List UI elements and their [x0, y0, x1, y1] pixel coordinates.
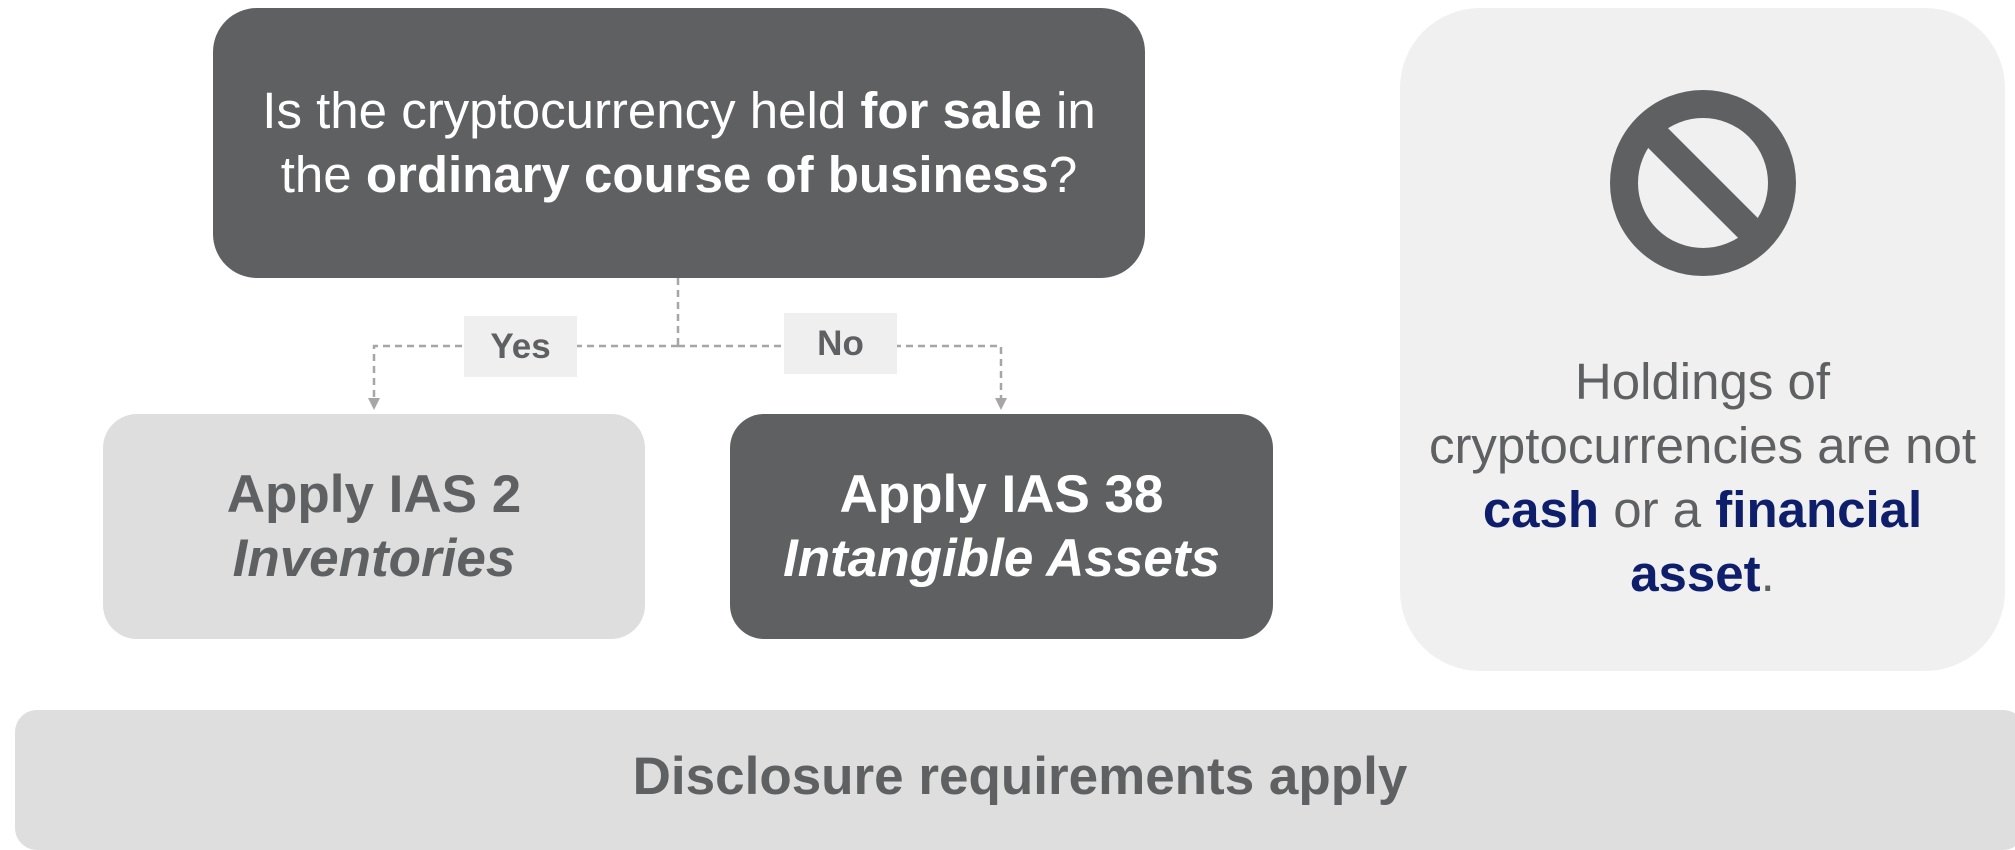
prohibited-icon	[1609, 90, 1796, 276]
question-text: Is the cryptocurrency held for sale in t…	[229, 79, 1129, 207]
footer-text: Disclosure requirements apply	[632, 747, 1408, 806]
yes-branch-label: Yes	[464, 316, 577, 377]
note-segment-accent: cash	[1482, 481, 1600, 538]
decision-question-box: Is the cryptocurrency held for sale in t…	[213, 8, 1145, 278]
classification-note-text: Holdings of cryptocurrencies are not cas…	[1423, 350, 1983, 606]
disclosure-footer-bar: Disclosure requirements apply	[15, 710, 2015, 850]
ias38-title: Apply IAS 38	[839, 464, 1164, 524]
question-segment-bold: ordinary course of business	[365, 146, 1049, 203]
question-segment: Is the cryptocurrency held	[262, 82, 861, 139]
question-segment: in the	[280, 82, 1096, 203]
ias38-outcome-box: Apply IAS 38 Intangible Assets	[730, 414, 1273, 639]
note-segment-accent: financial asset	[1630, 481, 1923, 602]
classification-note-panel: Holdings of cryptocurrencies are not cas…	[1400, 8, 2005, 671]
ias2-subtitle: Inventories	[232, 528, 516, 588]
note-segment: Holdings of cryptocurrencies are not	[1428, 353, 1977, 474]
question-segment: ?	[1048, 146, 1078, 203]
no-branch-label: No	[784, 313, 897, 374]
question-segment-bold: for sale	[860, 82, 1042, 139]
note-segment: .	[1760, 545, 1775, 602]
note-segment: or a	[1599, 481, 1716, 538]
ias38-subtitle: Intangible Assets	[783, 528, 1220, 588]
ias2-outcome-box: Apply IAS 2 Inventories	[103, 414, 645, 639]
ias2-title: Apply IAS 2	[226, 464, 522, 524]
